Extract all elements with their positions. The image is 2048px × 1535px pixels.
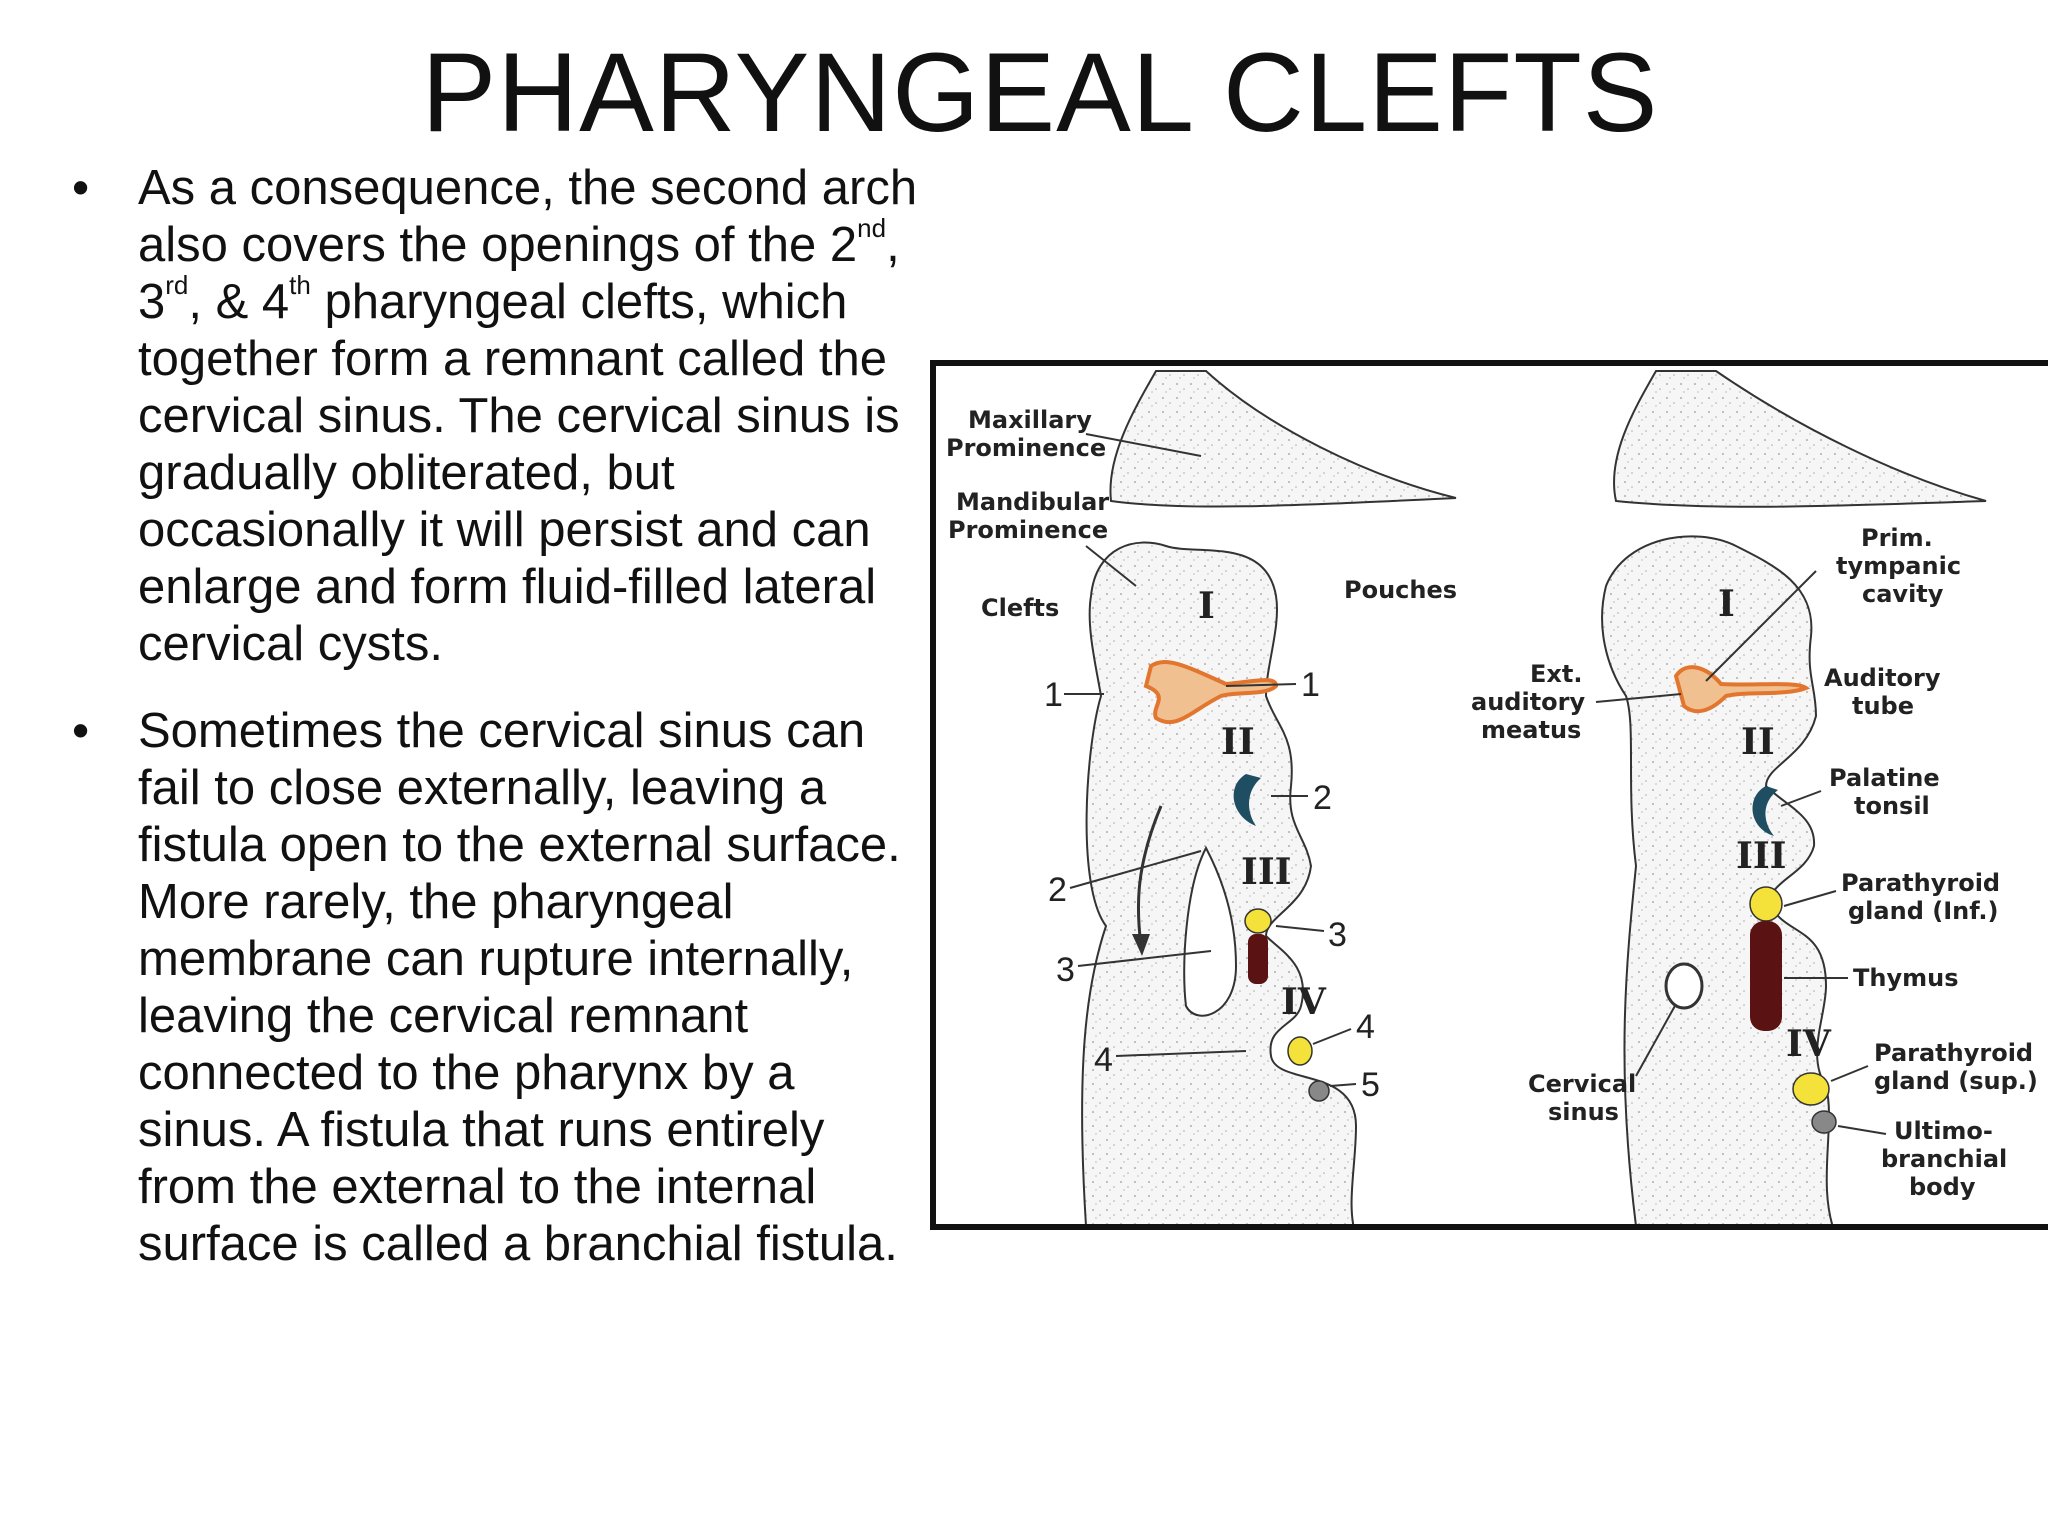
diagram-canvas: Maxillary Prominence Mandibular Prominen… (946, 370, 2038, 1224)
pouch-number-1: 1 (1301, 666, 1320, 704)
cleft-number-2: 2 (1048, 871, 1067, 909)
thymus-label: Thymus (1853, 964, 1958, 992)
parathyroid-sup (1792, 1072, 1830, 1106)
auditory-tube-label-2: tube (1852, 692, 1914, 720)
page-title: PHARYNGEAL CLEFTS (421, 30, 1659, 155)
bullet-text-2: Sometimes the cervical sinus can fail to… (138, 704, 901, 1271)
ultimobranchial-label-1: Ultimo- (1894, 1117, 1993, 1145)
pouch-three-thymus (1248, 934, 1268, 984)
cleft-3-leader (1077, 950, 1212, 967)
pouch-number-5: 5 (1361, 1066, 1380, 1104)
pouch-4-leader (1312, 1028, 1352, 1045)
bullet-text-1-mid1: , 3 (138, 218, 900, 329)
maxillary-prominence-shape (1109, 370, 1457, 508)
arch-two-fold (1183, 845, 1238, 1017)
parathyroid-inf-label-1: Parathyroid (1841, 869, 2000, 897)
cleft-2-leader (1069, 850, 1202, 889)
ext-meatus-leader (1595, 693, 1682, 703)
ext-meatus-label-3: meatus (1481, 716, 1581, 744)
pouch-number-4: 4 (1356, 1008, 1375, 1046)
cleft-number-4: 4 (1094, 1041, 1113, 1079)
cleft-number-1: 1 (1044, 676, 1063, 714)
arch-label-3: III (1241, 851, 1292, 893)
clefts-label: Clefts (981, 594, 1059, 622)
prim-tympanic-label-1: Prim. (1861, 524, 1933, 552)
superscript-rd: rd (165, 270, 189, 300)
cleft-4-leader (1115, 1050, 1247, 1057)
bullet-text-1-mid2: , & 4 (188, 275, 290, 329)
pouches-label: Pouches (1344, 576, 1457, 604)
bullet-item: • As a consequence, the second arch also… (72, 160, 922, 673)
pouch-5-leader (1329, 1083, 1357, 1087)
ultimobranchial-label-2: branchial (1881, 1145, 2007, 1173)
maxillary-prominence-shape-right (1613, 370, 1987, 508)
pouch-1-leader (1225, 683, 1297, 687)
pouch-two-tonsil (1233, 774, 1261, 826)
parathyroid-inf (1749, 886, 1783, 922)
ultimobranchial-body (1811, 1110, 1837, 1134)
superscript-nd: nd (857, 213, 887, 243)
bullet-item: • Sometimes the cervical sinus can fail … (72, 703, 922, 1273)
pouch-number-3: 3 (1328, 916, 1347, 954)
palatine-tonsil-leader (1780, 790, 1822, 807)
parathyroid-inf-leader (1783, 890, 1837, 907)
cervical-sinus-leader (1635, 1003, 1677, 1077)
pouch-four-parathyroid (1287, 1036, 1313, 1066)
maxillary-leader (1085, 433, 1202, 457)
right-arch-label-1: I (1718, 583, 1735, 625)
prim-tympanic-label-2: tympanic (1836, 552, 1961, 580)
maxillary-label-2: Prominence (946, 434, 1106, 462)
bullet-text-1-pre: As a consequence, the second arch also c… (138, 161, 918, 272)
cervical-sinus-cyst (1664, 962, 1704, 1010)
palatine-tonsil-label-1: Palatine (1829, 764, 1940, 792)
mandibular-label-1: Mandibular (956, 488, 1109, 516)
prim-tympanic-leader (1705, 570, 1817, 682)
pouch-three-parathyroid (1244, 908, 1272, 934)
right-embryo-body (1601, 535, 1834, 1224)
mandibular-leader (1085, 545, 1137, 587)
parathyroid-sup-leader (1830, 1065, 1869, 1082)
palatine-tonsil-label-2: tonsil (1854, 792, 1930, 820)
arch-label-1: I (1198, 585, 1215, 627)
arch-label-4: IV (1281, 981, 1327, 1023)
cervical-sinus-label-2: sinus (1548, 1098, 1619, 1126)
right-arch-label-2: II (1741, 721, 1775, 763)
bullet-list: • As a consequence, the second arch also… (72, 160, 922, 1303)
pouch-number-2: 2 (1313, 779, 1332, 817)
ultimobranchial-body-left (1308, 1080, 1330, 1102)
superscript-th: th (289, 270, 311, 300)
bullet-dot: • (72, 704, 90, 758)
prim-tympanic-label-3: cavity (1862, 580, 1944, 608)
cleft-number-3: 3 (1056, 951, 1075, 989)
right-arch-label-4: IV (1786, 1023, 1832, 1065)
mandibular-label-2: Prominence (948, 516, 1108, 544)
ext-meatus-label-2: auditory (1471, 688, 1585, 716)
sinus-arrowhead (1132, 934, 1150, 956)
auditory-tube-label-1: Auditory (1824, 664, 1941, 692)
parathyroid-sup-label-2: gland (sup.) (1874, 1067, 2038, 1095)
maxillary-label-1: Maxillary (968, 406, 1092, 434)
parathyroid-sup-label-1: Parathyroid (1874, 1039, 2033, 1067)
cleft-one-orange (1143, 660, 1279, 725)
right-arch-label-3: III (1736, 835, 1787, 877)
bullet-dot: • (72, 161, 90, 215)
thymus-shape (1750, 921, 1782, 1031)
cervical-sinus-label-1: Cervical (1528, 1070, 1636, 1098)
sinus-arrow (1136, 805, 1163, 947)
pouch-3-leader (1275, 925, 1325, 932)
pharyngeal-arches-diagram: Maxillary Prominence Mandibular Prominen… (930, 360, 2048, 1230)
ext-meatus-label-1: Ext. (1530, 660, 1582, 688)
arch-label-2: II (1221, 721, 1255, 763)
palatine-tonsil (1752, 786, 1778, 836)
ultimobranchial-label-3: body (1909, 1173, 1976, 1201)
ultimobranchial-leader (1837, 1125, 1887, 1135)
parathyroid-inf-label-2: gland (Inf.) (1848, 897, 1998, 925)
bullet-text-1-post: pharyngeal clefts, which together form a… (138, 275, 900, 671)
